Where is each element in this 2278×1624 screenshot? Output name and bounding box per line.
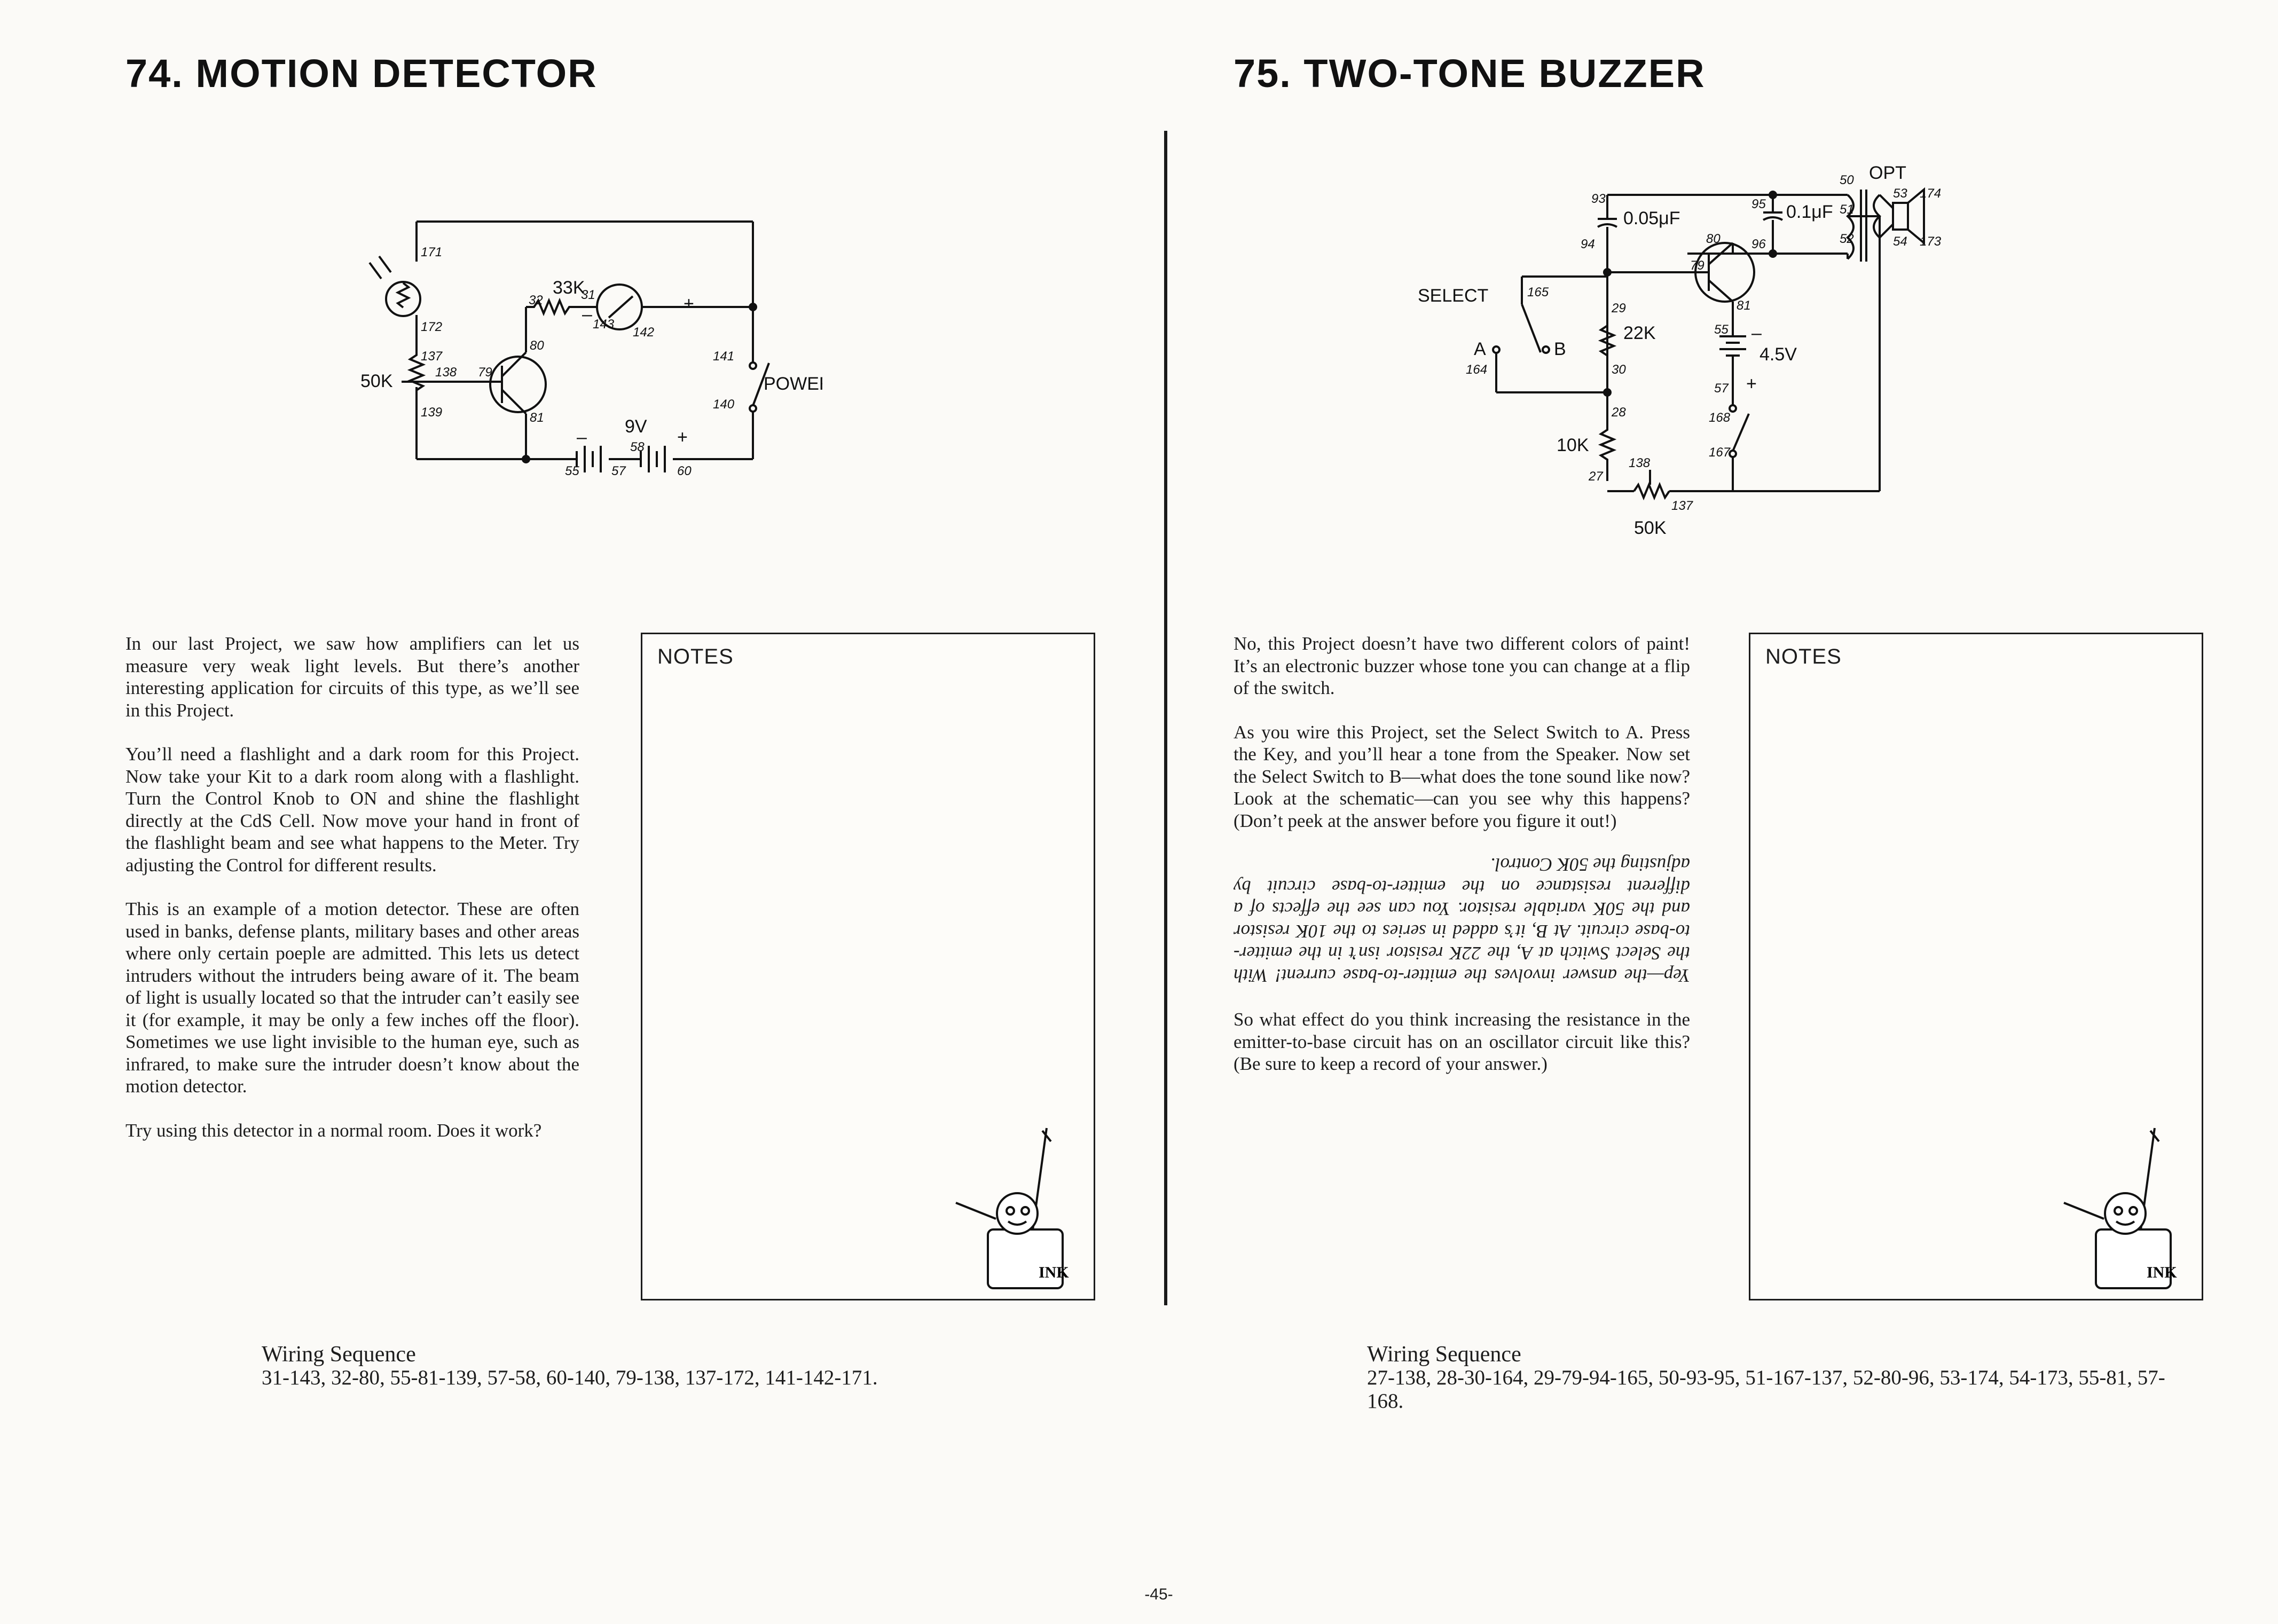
svg-text:B: B: [1554, 339, 1566, 359]
svg-text:137: 137: [421, 349, 443, 364]
svg-text:50: 50: [1840, 173, 1854, 187]
svg-text:142: 142: [633, 325, 654, 340]
svg-text:164: 164: [1466, 362, 1487, 377]
svg-text:93: 93: [1591, 192, 1606, 206]
label-33k: 33K: [553, 278, 585, 298]
svg-text:95: 95: [1751, 197, 1766, 211]
wiring-sequence-74: Wiring Sequence 31-143, 32-80, 55-81-139…: [262, 1343, 1063, 1390]
svg-text:A: A: [1474, 339, 1486, 359]
paragraph: You’ll need a flashlight and a dark room…: [125, 744, 579, 876]
svg-text:140: 140: [713, 397, 735, 412]
notes-box-left[interactable]: NOTES INK: [641, 633, 1095, 1300]
svg-text:28: 28: [1611, 405, 1626, 420]
notes-box-right[interactable]: NOTES INK: [1749, 633, 2203, 1300]
svg-text:4.5V: 4.5V: [1759, 344, 1797, 365]
svg-text:INK: INK: [1039, 1264, 1069, 1281]
svg-text:SELECT: SELECT: [1418, 286, 1488, 306]
svg-text:OPT: OPT: [1869, 163, 1906, 183]
svg-text:31: 31: [581, 288, 595, 302]
svg-text:139: 139: [421, 405, 442, 420]
svg-text:138: 138: [1629, 456, 1651, 470]
svg-text:81: 81: [1737, 298, 1751, 313]
svg-text:143: 143: [593, 317, 615, 332]
two-tone-buzzer-schematic: 0.05μF 0.1μF OPT SELECT A B 22K 10K 50K …: [1418, 163, 1942, 538]
svg-text:55: 55: [565, 464, 579, 478]
project-75-text: No, this Project doesn’t have two differ…: [1234, 633, 1690, 1097]
paragraph: In our last Project, we saw how amplifie…: [125, 633, 579, 721]
svg-text:55: 55: [1714, 322, 1729, 337]
project-74-title: 74. MOTION DETECTOR: [125, 51, 598, 96]
label-power: POWER: [764, 374, 822, 394]
svg-text:80: 80: [1706, 232, 1721, 246]
notes-label: NOTES: [1765, 645, 1842, 668]
svg-text:167: 167: [1709, 445, 1731, 460]
svg-text:32: 32: [529, 293, 543, 308]
page-divider: [1164, 131, 1167, 1305]
svg-text:–: –: [582, 304, 592, 325]
wiring-values: 31-143, 32-80, 55-81-139, 57-58, 60-140,…: [262, 1366, 878, 1389]
svg-text:INK: INK: [2147, 1264, 2177, 1281]
svg-text:+: +: [1746, 374, 1757, 394]
svg-text:80: 80: [530, 338, 544, 353]
notes-label: NOTES: [657, 645, 734, 668]
svg-text:57: 57: [611, 464, 626, 478]
svg-text:+: +: [677, 427, 688, 447]
svg-text:57: 57: [1714, 381, 1729, 396]
svg-text:22K: 22K: [1623, 323, 1656, 343]
paragraph: As you wire this Project, set the Select…: [1234, 721, 1690, 831]
ink-bottle-mascot-icon: INK: [2063, 1128, 2177, 1289]
svg-text:173: 173: [1920, 234, 1942, 249]
svg-text:79: 79: [478, 365, 492, 380]
svg-text:165: 165: [1527, 285, 1549, 299]
svg-text:96: 96: [1751, 237, 1766, 251]
svg-text:168: 168: [1709, 411, 1731, 425]
svg-text:174: 174: [1920, 186, 1941, 201]
paragraph: This is an example of a motion detector.…: [125, 898, 579, 1097]
svg-text:50K: 50K: [1634, 518, 1667, 538]
wiring-title: Wiring Sequence: [1367, 1342, 1521, 1367]
label-9v: 9V: [625, 416, 647, 437]
svg-text:10K: 10K: [1557, 435, 1589, 455]
svg-text:137: 137: [1671, 499, 1694, 513]
svg-text:52: 52: [1840, 232, 1854, 246]
svg-text:94: 94: [1581, 237, 1595, 251]
svg-text:138: 138: [435, 365, 457, 380]
paragraph: Try using this detector in a normal room…: [125, 1120, 542, 1141]
svg-text:+: +: [684, 294, 694, 314]
svg-text:–: –: [1751, 323, 1762, 343]
paragraph: No, this Project doesn’t have two differ…: [1234, 633, 1690, 698]
wiring-title: Wiring Sequence: [262, 1342, 416, 1367]
svg-text:0.1μF: 0.1μF: [1786, 202, 1833, 222]
upside-down-answer: Yep—the answer involves the emitter-to-b…: [1234, 854, 1690, 987]
ink-bottle-mascot-icon: INK: [955, 1128, 1069, 1289]
svg-text:60: 60: [677, 464, 692, 478]
label-50k: 50K: [360, 371, 393, 391]
svg-text:141: 141: [713, 349, 734, 364]
svg-text:30: 30: [1612, 362, 1626, 377]
wiring-values: 27-138, 28-30-164, 29-79-94-165, 50-93-9…: [1367, 1366, 2165, 1413]
svg-text:27: 27: [1588, 469, 1604, 484]
page-number: -45-: [1144, 1586, 1173, 1603]
wiring-sequence-75: Wiring Sequence 27-138, 28-30-164, 29-79…: [1367, 1343, 2168, 1413]
paragraph: So what effect do you think increasing t…: [1234, 1009, 1690, 1074]
svg-text:–: –: [577, 427, 587, 447]
svg-text:54: 54: [1893, 234, 1907, 249]
project-74-text: In our last Project, we saw how amplifie…: [125, 633, 579, 1163]
svg-text:171: 171: [421, 245, 442, 259]
svg-text:58: 58: [630, 440, 645, 454]
svg-text:81: 81: [530, 411, 544, 425]
motion-detector-schematic: 33K 50K 9V POWER – + – + 171 172 137 138…: [360, 220, 822, 478]
svg-text:0.05μF: 0.05μF: [1623, 208, 1680, 228]
svg-text:172: 172: [421, 320, 442, 334]
svg-text:53: 53: [1893, 186, 1907, 201]
svg-text:51: 51: [1840, 202, 1854, 217]
project-75-title: 75. TWO-TONE BUZZER: [1234, 51, 1706, 96]
svg-text:79: 79: [1690, 258, 1704, 273]
svg-text:29: 29: [1611, 301, 1626, 316]
